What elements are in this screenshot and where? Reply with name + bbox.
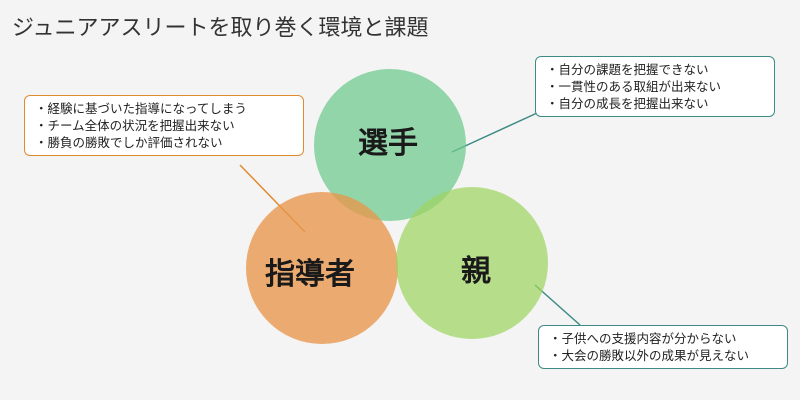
parent-callout: 子供への支援内容が分からない 大会の勝敗以外の成果が見えない: [538, 325, 788, 369]
athlete-issue-item: 自分の課題を把握できない: [546, 61, 764, 78]
coach-issue-item: チーム全体の状況を把握出来ない: [35, 117, 293, 134]
athlete-callout-connector: [451, 107, 549, 153]
athlete-callout: 自分の課題を把握できない 一貫性のある取組が出来ない 自分の成長を把握出来ない: [535, 56, 775, 117]
athlete-issue-item: 一貫性のある取組が出来ない: [546, 78, 764, 95]
coach-callout: 経験に基づいた指導になってしまう チーム全体の状況を把握出来ない 勝負の勝敗でし…: [24, 95, 304, 156]
athlete-label: 選手: [358, 126, 418, 161]
coach-circle: [246, 192, 398, 344]
page-title: ジュニアアスリートを取り巻く環境と課題: [12, 16, 429, 41]
coach-issue-item: 勝負の勝敗でしか評価されない: [35, 134, 293, 151]
athlete-circle: [314, 69, 466, 221]
coach-label: 指導者: [265, 257, 355, 292]
parent-issue-item: 大会の勝敗以外の成果が見えない: [549, 347, 777, 364]
athlete-issue-item: 自分の成長を把握出来ない: [546, 95, 764, 112]
coach-issue-item: 経験に基づいた指導になってしまう: [35, 100, 293, 117]
parent-issue-item: 子供への支援内容が分からない: [549, 330, 777, 347]
parent-label: 親: [461, 254, 491, 289]
parent-circle: [396, 187, 548, 339]
parent-callout-connector: [534, 284, 581, 326]
